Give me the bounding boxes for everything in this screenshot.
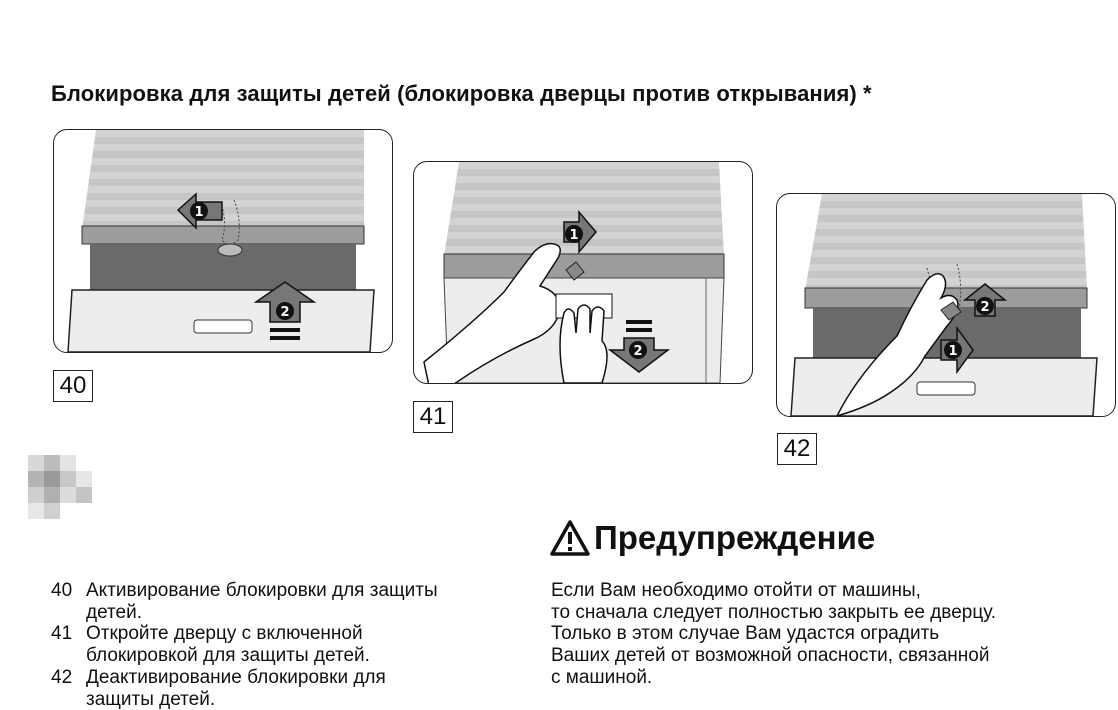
step-marker-2: 2 xyxy=(633,344,642,359)
warning-title: Предупреждение xyxy=(594,519,876,556)
warning-line: Если Вам необходимо отойти от машины, xyxy=(551,580,921,601)
step-marker-1: 1 xyxy=(569,228,578,243)
figure-captions: 40 Активирование блокировки для защиты д… xyxy=(51,580,496,710)
figure-number-41: 41 xyxy=(413,401,453,433)
warning-text: Если Вам необходимо отойти от машины, то… xyxy=(551,580,996,689)
step-marker-1: 1 xyxy=(194,205,203,220)
step-marker-2: 2 xyxy=(980,300,989,315)
warning-line: Только в этом случае Вам удастся оградит… xyxy=(551,623,940,645)
hand-icon xyxy=(559,304,608,383)
warning-line: Ваших детей от возможной опасности, связ… xyxy=(551,645,990,667)
figure-41-illustration: 1 2 xyxy=(423,162,725,383)
caption-number: 40 xyxy=(51,580,73,601)
figure-number-40: 40 xyxy=(53,370,93,402)
figure-40-illustration: 1 2 xyxy=(67,130,375,352)
hand-icon xyxy=(836,273,959,416)
figure-40: 1 2 xyxy=(53,129,393,353)
warning-line: с машиной. xyxy=(551,666,653,688)
warning-triangle-icon xyxy=(550,520,590,556)
step-marker-2: 2 xyxy=(280,305,289,320)
page-heading: Блокировка для защиты детей (блокировка … xyxy=(51,81,872,106)
figure-number-42: 42 xyxy=(777,433,817,465)
warning-heading: Предупреждение xyxy=(550,519,875,557)
caption-text: Активирование блокировки для защиты дете… xyxy=(86,580,438,623)
figure-42-illustration: 2 1 xyxy=(790,194,1098,416)
caption-item: 41 Откройте дверцу с включенной блокиров… xyxy=(51,623,496,666)
step-marker-1: 1 xyxy=(948,344,957,359)
figure-42: 2 1 xyxy=(776,193,1116,417)
caption-text: Деактивирование блокировки для защиты де… xyxy=(86,666,386,710)
caption-number: 42 xyxy=(51,666,73,688)
hand-icon xyxy=(423,242,561,383)
pixelated-mark xyxy=(28,455,92,519)
caption-text: Откройте дверцу с включенной блокировкой… xyxy=(86,623,370,667)
caption-item: 40 Активирование блокировки для защиты д… xyxy=(51,580,496,623)
caption-item: 42 Деактивирование блокировки для защиты… xyxy=(51,667,496,710)
warning-line: то сначала следует полностью закрыть ее … xyxy=(551,601,997,623)
caption-number: 41 xyxy=(51,623,73,645)
figure-41: 1 2 xyxy=(413,161,753,384)
